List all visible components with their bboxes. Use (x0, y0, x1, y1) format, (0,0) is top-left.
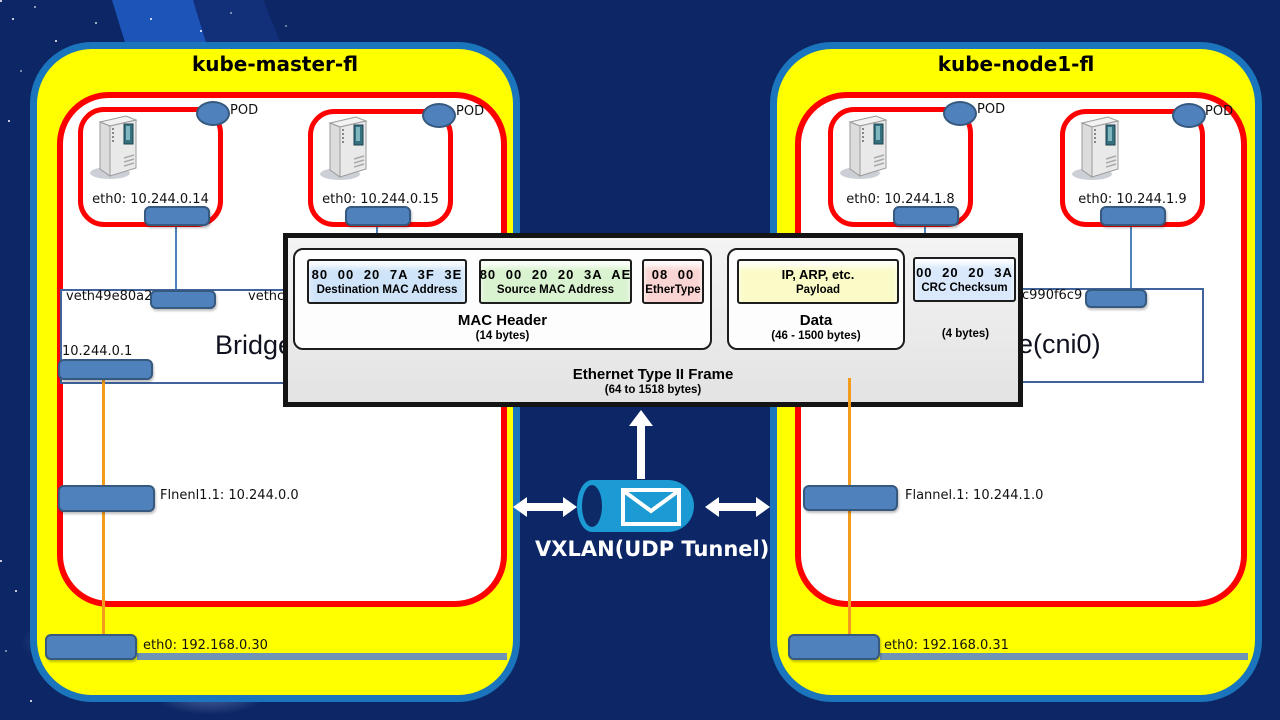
source-mac-field: 80 00 20 20 3A AE Source MAC Address (479, 259, 632, 304)
pod-badge: POD (1205, 104, 1234, 119)
pod-ellipse (943, 101, 977, 126)
pod-to-bridge-wire (1130, 226, 1132, 288)
flannel-connector (58, 485, 155, 512)
starfield-top-left (0, 0, 2, 2)
bridge-veth-connector (150, 290, 216, 309)
left-arrow-head (513, 497, 527, 517)
pod-badge: POD (977, 102, 1006, 117)
pod-to-frame-wire (924, 226, 926, 234)
flannel-label: Flnenl1.1: 10.244.0.0 (160, 488, 299, 503)
mac-header-title: MAC Header (457, 312, 548, 329)
pod-badge: POD (230, 103, 259, 118)
pod-eth-connector (893, 206, 959, 226)
data-bytes-note: (46 - 1500 bytes) (771, 330, 861, 342)
bridge-flannel-connector (58, 359, 153, 380)
left-arrow-head-right (563, 497, 577, 517)
crc-section: 00 20 20 3A CRC Checksum (4 bytes) (913, 248, 1018, 350)
frame-caption-sub: (64 to 1518 bytes) (604, 384, 702, 396)
host-eth-line (137, 653, 507, 660)
left-arrow-shaft (525, 503, 565, 511)
source-mac-bytes: 80 00 20 20 3A AE (479, 267, 632, 282)
server-icon (1072, 116, 1120, 180)
right-arrow-head-left (705, 497, 719, 517)
payload-field: IP, ARP, etc. Payload (737, 259, 899, 304)
up-arrow-head (629, 410, 653, 426)
pod-eth-label: eth0: 10.244.0.14 (92, 192, 209, 207)
host-eth-label: eth0: 192.168.0.30 (143, 638, 268, 653)
right-arrow-shaft (717, 503, 758, 511)
crc-bytes: 00 20 20 3A (916, 265, 1013, 280)
node-title-kube-node1: kube-node1-fl (937, 52, 1095, 76)
host-eth-line (880, 653, 1248, 660)
crc-bytes-note: (4 bytes) (941, 328, 990, 340)
ethertype-bytes: 08 00 (651, 267, 695, 282)
pod-eth-connector (345, 206, 411, 226)
source-mac-label: Source MAC Address (496, 284, 615, 296)
up-arrow-shaft (637, 424, 645, 479)
server-icon (90, 115, 138, 179)
pod-eth-connector (1100, 206, 1166, 226)
pod-eth-label: eth0: 10.244.1.8 (846, 192, 955, 207)
crc-label: CRC Checksum (921, 282, 1008, 294)
crc-field: 00 20 20 3A CRC Checksum (913, 257, 1016, 302)
pod-badge: POD (456, 104, 485, 119)
right-arrow-head (756, 497, 770, 517)
envelope-icon (621, 488, 681, 526)
veth-label: veth49e80a2f (66, 289, 157, 304)
payload-label: Payload (795, 284, 841, 296)
tunnel-label: VXLAN(UDP Tunnel) (535, 537, 770, 561)
bridge-ip-label: 10.244.0.1 (62, 344, 133, 359)
pod-eth-label: eth0: 10.244.0.15 (322, 192, 439, 207)
flannel-label: Flannel.1: 10.244.1.0 (905, 488, 1044, 503)
destination-mac-label: Destination MAC Address (316, 284, 458, 296)
node-title-kube-master: kube-master-fl (191, 52, 359, 76)
veth-label-partial: vethc (248, 289, 285, 304)
starfield-bottom-left (0, 560, 2, 562)
data-group: IP, ARP, etc. Payload Data (46 - 1500 by… (727, 248, 905, 350)
pod-eth-label: eth0: 10.244.1.9 (1078, 192, 1187, 207)
mac-header-group: 80 00 20 7A 3F 3E Destination MAC Addres… (293, 248, 712, 350)
host-eth-connector (45, 634, 137, 660)
destination-mac-bytes: 80 00 20 7A 3F 3E (311, 267, 463, 282)
pod-ellipse (1172, 103, 1206, 128)
payload-content: IP, ARP, etc. (781, 267, 855, 282)
ethertype-label: EtherType (645, 284, 701, 296)
pod-to-frame-wire (376, 226, 378, 234)
destination-mac-field: 80 00 20 7A 3F 3E Destination MAC Addres… (307, 259, 467, 304)
frame-caption: Ethernet Type II Frame (572, 366, 734, 383)
bridge-veth-connector (1085, 289, 1147, 308)
flannel-connector (803, 485, 898, 511)
ethertype-field: 08 00 EtherType (642, 259, 704, 304)
server-icon (840, 115, 888, 179)
data-title: Data (799, 312, 833, 329)
tunnel-cylinder-end (577, 480, 607, 532)
pod-ellipse (196, 101, 230, 126)
pod-ellipse (422, 103, 456, 128)
pod-to-bridge-wire (175, 226, 177, 291)
host-eth-connector (788, 634, 880, 660)
pod-eth-connector (144, 206, 210, 226)
veth-label-partial: c990f6c9 (1022, 288, 1083, 303)
ethernet-frame-panel: 80 00 20 7A 3F 3E Destination MAC Addres… (283, 233, 1023, 407)
host-eth-label: eth0: 192.168.0.31 (884, 638, 1009, 653)
mac-header-bytes-note: (14 bytes) (475, 330, 530, 342)
server-icon (320, 116, 368, 180)
